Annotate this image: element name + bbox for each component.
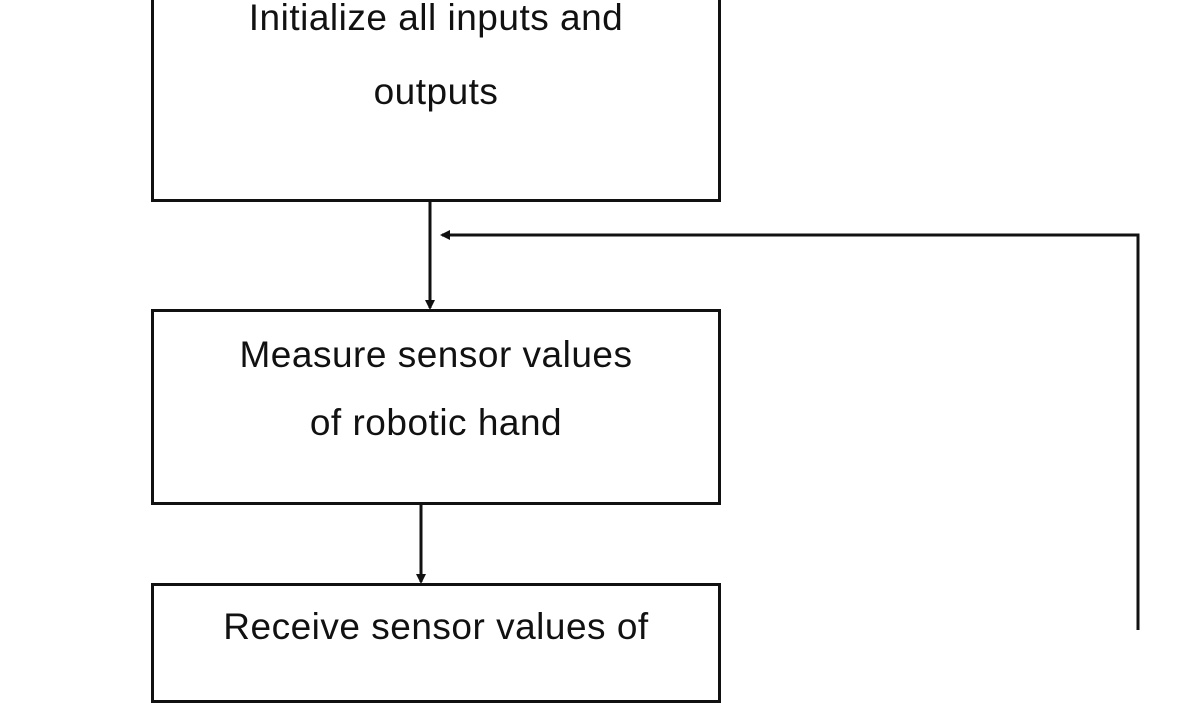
step-initialize: Initialize all inputs and outputs (151, 0, 721, 202)
step-measure-sensors: Measure sensor values of robotic hand (151, 309, 721, 505)
step-text-line: outputs (373, 71, 499, 112)
feedback-loop-arrow (440, 230, 1140, 630)
step-text-line: Receive sensor values of (223, 606, 649, 647)
step-receive-sensors: Receive sensor values of (151, 583, 721, 703)
step-text-line: Measure sensor values (239, 334, 633, 375)
step-text-line: Initialize all inputs and (248, 0, 624, 38)
connectors (416, 200, 1140, 630)
step-text-line: of robotic hand (309, 402, 563, 443)
